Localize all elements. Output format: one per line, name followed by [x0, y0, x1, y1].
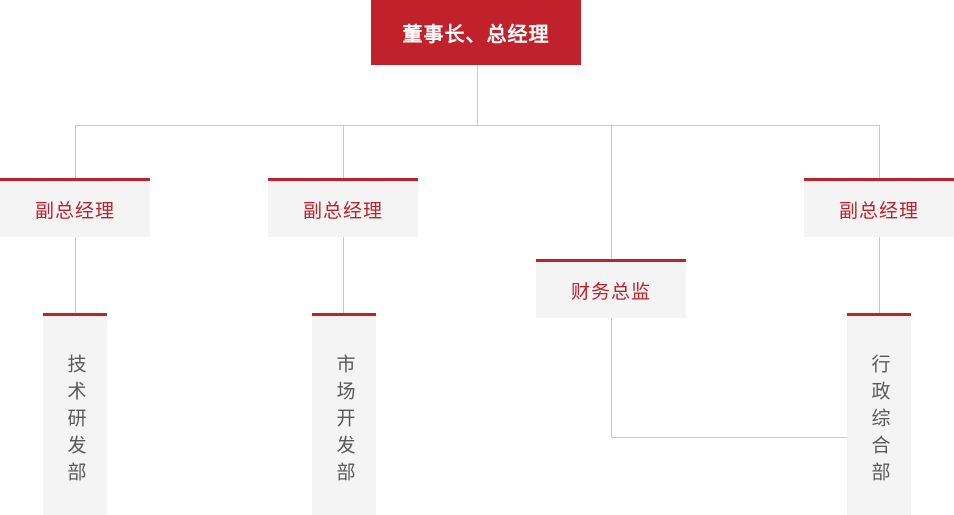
connector-cfo-drop	[611, 318, 612, 438]
connector-bus-to-cfo	[611, 125, 612, 259]
connector-bus-bar	[75, 125, 880, 126]
node-dept-rnd[interactable]: 技术研发部	[43, 313, 107, 515]
node-vice-general-manager-1[interactable]: 副总经理	[0, 178, 150, 237]
connector-vgm-3-to-dept-admin	[879, 237, 880, 313]
node-vice-general-manager-3[interactable]: 副总经理	[804, 178, 954, 237]
connector-bus-to-vgm-3	[879, 125, 880, 178]
connector-chairman-to-bus	[477, 65, 478, 126]
node-dept-market[interactable]: 市场开发部	[312, 313, 376, 515]
node-dept-rnd-label: 技术研发部	[64, 354, 87, 489]
node-dept-admin-label: 行政综合部	[868, 354, 891, 489]
connector-bus-to-vgm-2	[343, 125, 344, 178]
node-dept-admin[interactable]: 行政综合部	[847, 313, 911, 515]
connector-vgm-1-to-dept-rnd	[75, 237, 76, 313]
connector-vgm-2-to-dept-market	[343, 237, 344, 313]
connector-cfo-to-dept-admin	[611, 437, 847, 438]
node-dept-market-label: 市场开发部	[333, 354, 356, 489]
node-vice-general-manager-2[interactable]: 副总经理	[268, 178, 418, 237]
connector-bus-to-vgm-1	[75, 125, 76, 178]
node-chairman[interactable]: 董事长、总经理	[371, 0, 581, 65]
node-cfo[interactable]: 财务总监	[536, 259, 686, 318]
